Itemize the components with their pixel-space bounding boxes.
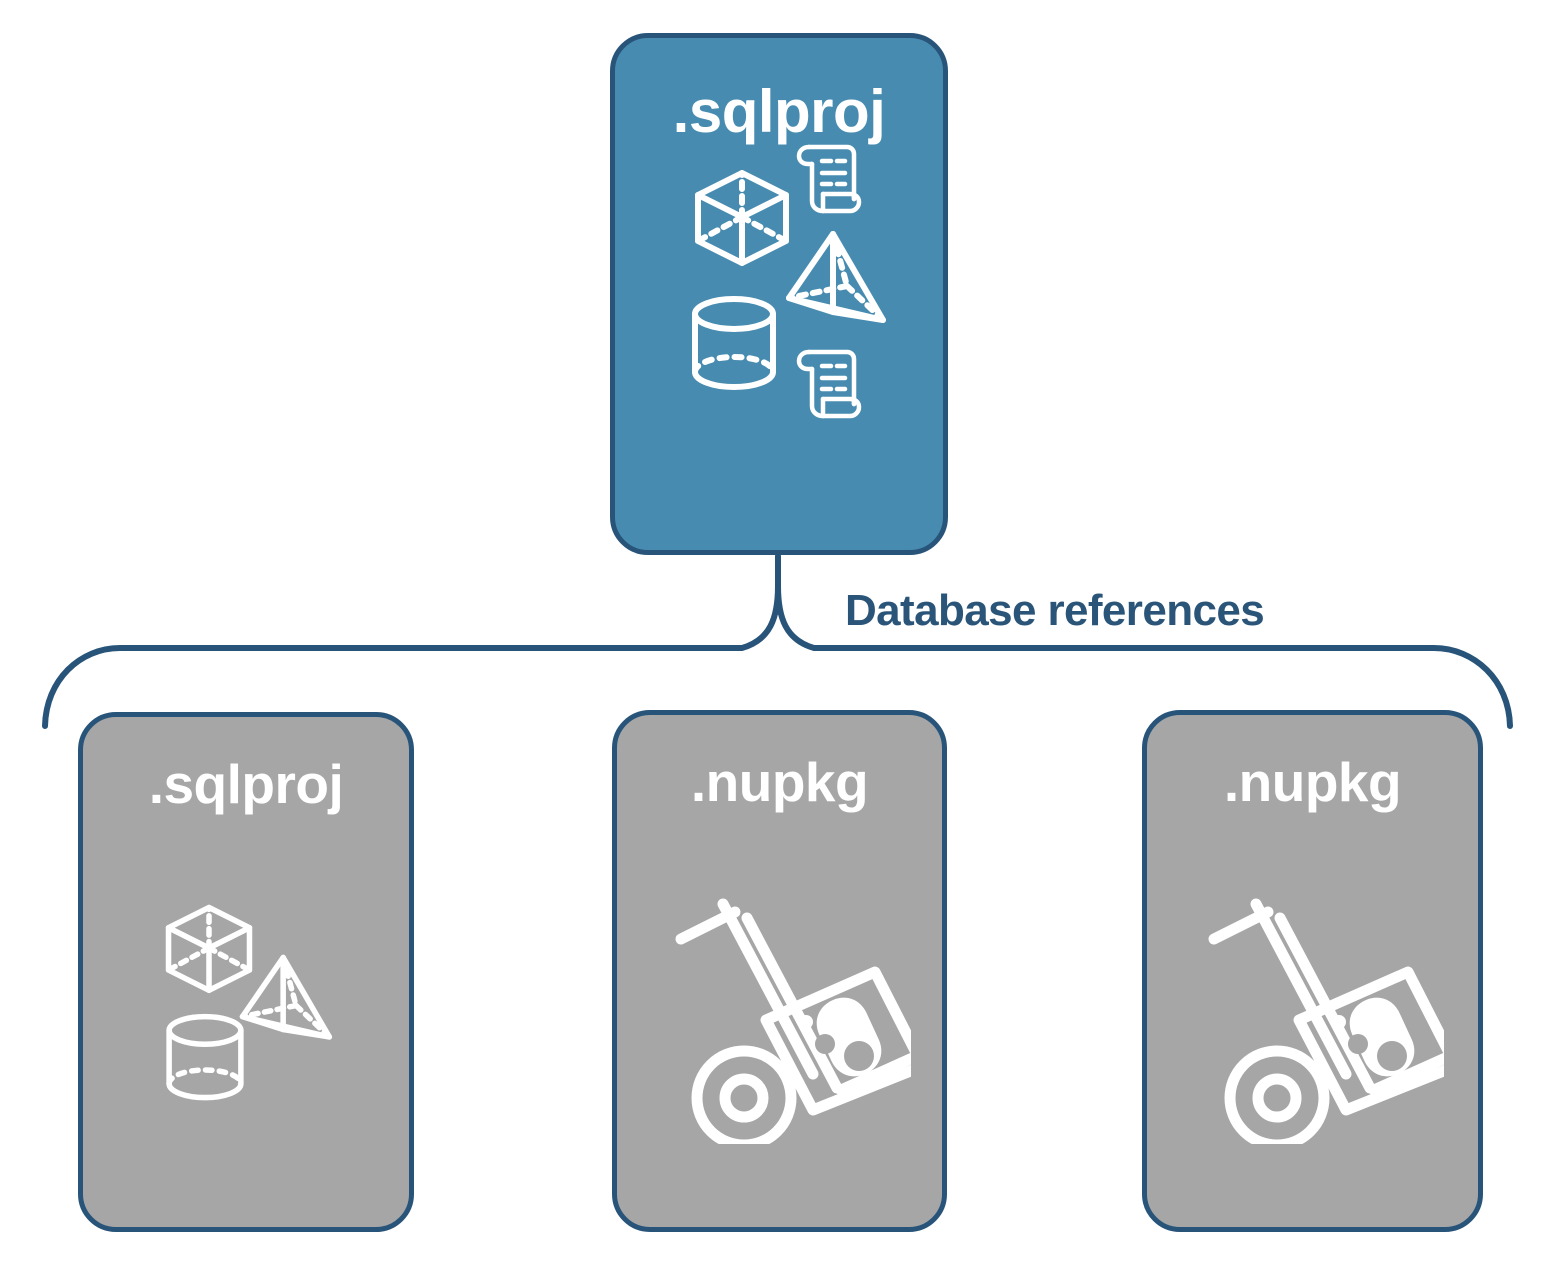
cylinder-icon xyxy=(166,1013,244,1101)
node-child-nupkg-1-art xyxy=(617,810,942,1227)
node-root-sqlproj-art xyxy=(615,142,943,550)
node-child-nupkg-2-art xyxy=(1147,810,1478,1227)
node-child-nupkg-1[interactable]: .nupkg xyxy=(612,710,947,1232)
pyramid-icon xyxy=(239,954,333,1040)
node-child-nupkg-1-label: .nupkg xyxy=(690,751,869,813)
scroll-icon xyxy=(796,144,862,214)
pyramid-icon xyxy=(786,231,886,323)
node-root-sqlproj[interactable]: .sqlproj xyxy=(610,33,948,555)
node-child-nupkg-2-label: .nupkg xyxy=(1223,751,1402,813)
node-child-sqlproj-label: .sqlproj xyxy=(148,753,344,815)
node-root-sqlproj-label: .sqlproj xyxy=(672,78,886,145)
cube-icon xyxy=(165,904,253,994)
node-child-sqlproj[interactable]: .sqlproj xyxy=(78,712,414,1232)
hand-truck-package-icon xyxy=(1208,898,1444,1144)
node-child-nupkg-2[interactable]: .nupkg xyxy=(1142,710,1483,1232)
scroll-icon xyxy=(796,349,862,419)
database-references-label: Database references xyxy=(845,586,1265,635)
hand-truck-package-icon xyxy=(675,898,911,1144)
node-child-sqlproj-art xyxy=(83,812,409,1227)
cube-icon xyxy=(695,170,789,266)
cylinder-icon xyxy=(692,296,776,390)
